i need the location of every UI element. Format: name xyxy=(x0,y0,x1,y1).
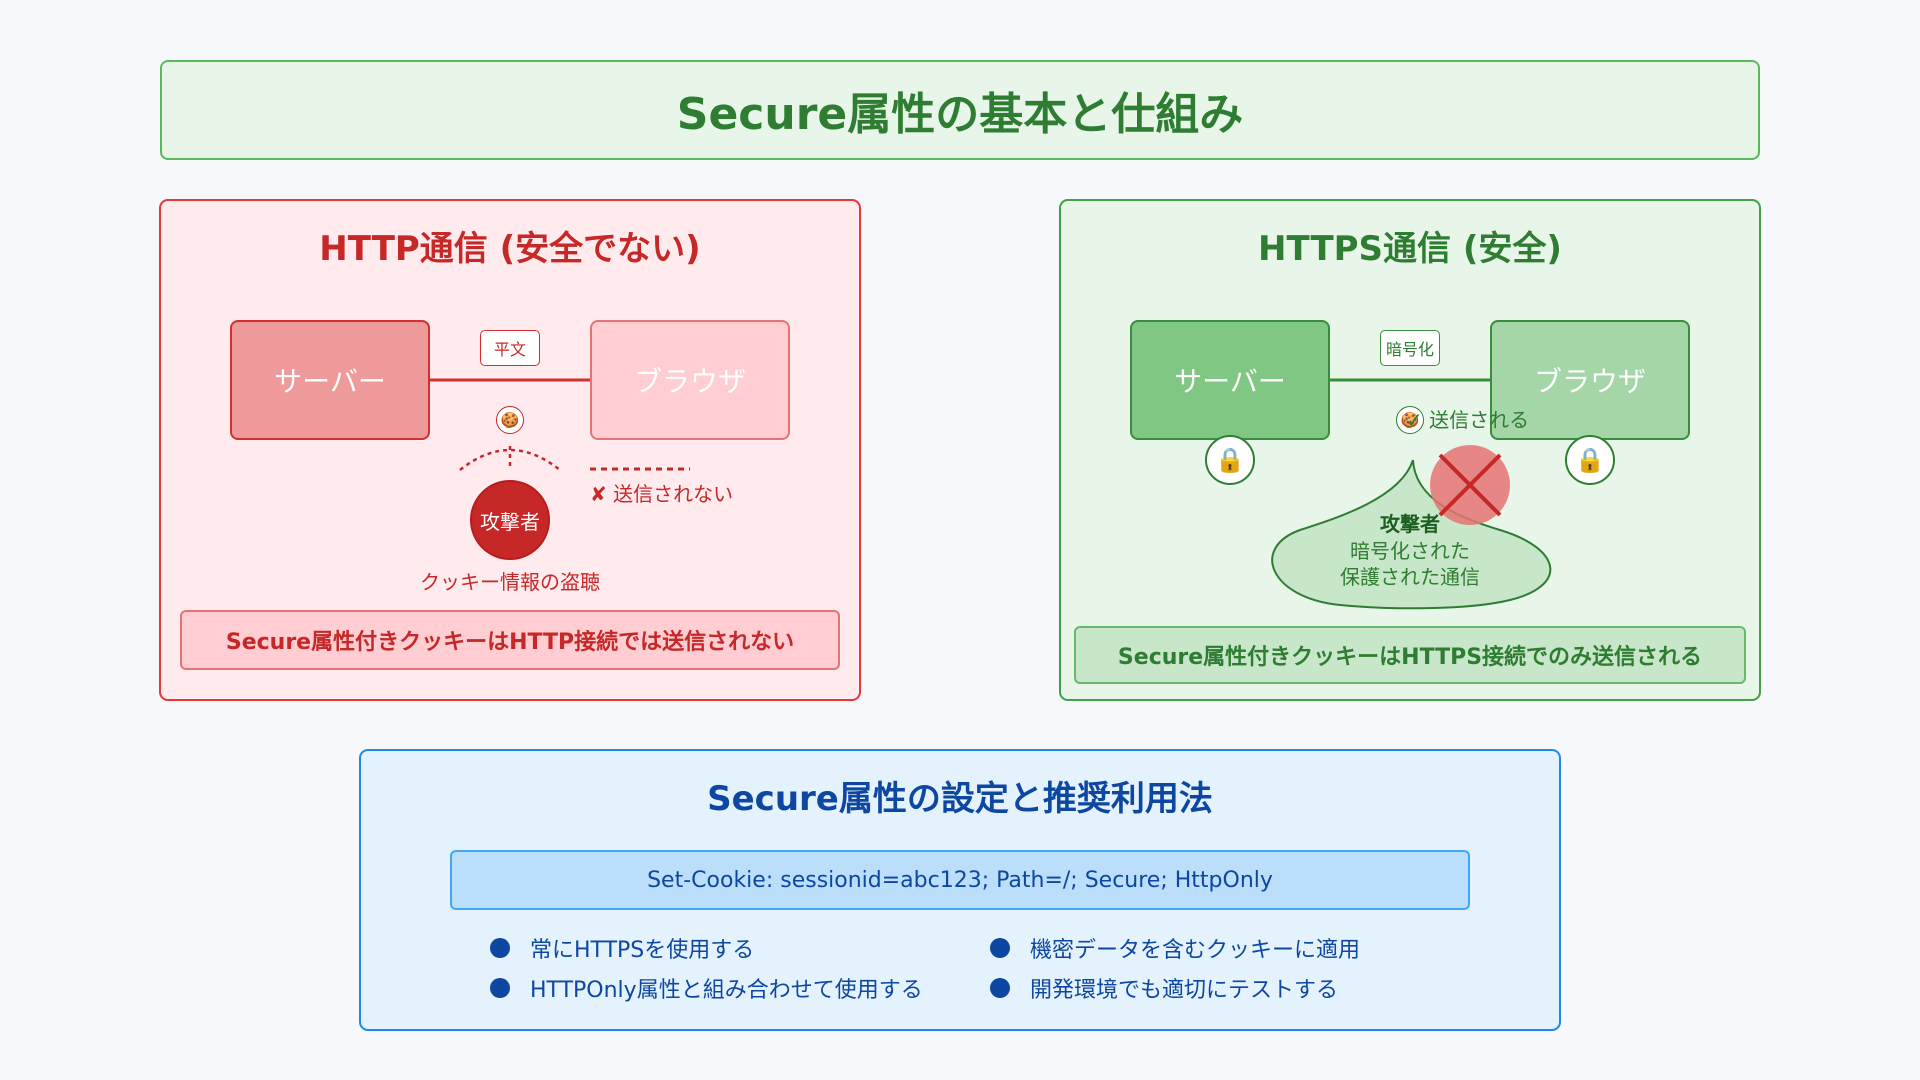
https-server-node: サーバー xyxy=(1130,320,1330,440)
lock-icon: 🔒 xyxy=(1565,435,1615,485)
not-sent-note: ✘ 送信されない xyxy=(590,478,733,507)
encrypted-tag: 暗号化 xyxy=(1380,330,1440,366)
http-message: Secure属性付きクッキーはHTTP接続では送信されない xyxy=(180,610,840,670)
sent-note: ✓ 送信される xyxy=(1406,404,1529,433)
recommendation-item: 常にHTTPSを使用する xyxy=(490,932,754,964)
check-icon: ✓ xyxy=(1406,408,1423,432)
http-interception-arc xyxy=(459,448,561,471)
recommendation-text: 常にHTTPSを使用する xyxy=(530,938,755,963)
bullet-icon xyxy=(490,938,510,958)
usage-panel-title: Secure属性の設定と推奨利用法 xyxy=(707,778,1213,819)
https-browser-node: ブラウザ xyxy=(1490,320,1690,440)
bullet-icon xyxy=(990,978,1010,998)
https-panel xyxy=(1059,199,1761,701)
https-panel-title: HTTPS通信 (安全) xyxy=(1258,228,1562,269)
attacker-desc-line-2: 保護された通信 xyxy=(1340,565,1480,589)
https-message: Secure属性付きクッキーはHTTPS接続でのみ送信される xyxy=(1074,626,1746,684)
http-attacker-node: 攻撃者 xyxy=(470,480,550,560)
cookie-icon: 🍪 xyxy=(1396,406,1424,434)
bullet-icon xyxy=(490,978,510,998)
theft-label: クッキー情報の盗聴 xyxy=(420,570,600,594)
recommendation-text: 開発環境でも適切にテストする xyxy=(1030,978,1339,1003)
cross-icon: ✘ xyxy=(590,482,607,506)
lock-icon: 🔒 xyxy=(1205,435,1255,485)
bullet-icon xyxy=(990,938,1010,958)
https-attacker-description: 暗号化された 保護された通信 xyxy=(1310,538,1510,590)
recommendation-text: HTTPOnly属性と組み合わせて使用する xyxy=(530,978,923,1003)
page-title: Secure属性の基本と仕組み xyxy=(160,60,1760,160)
plaintext-tag: 平文 xyxy=(480,330,540,366)
http-server-node: サーバー xyxy=(230,320,430,440)
set-cookie-example: Set-Cookie: sessionid=abc123; Path=/; Se… xyxy=(450,850,1470,910)
https-attacker-label: 攻撃者 xyxy=(1380,512,1440,536)
http-browser-node: ブラウザ xyxy=(590,320,790,440)
cookie-icon: 🍪 xyxy=(496,406,524,434)
recommendation-item: HTTPOnly属性と組み合わせて使用する xyxy=(490,972,923,1004)
http-panel-title: HTTP通信 (安全でない) xyxy=(319,228,701,269)
attacker-desc-line-1: 暗号化された xyxy=(1350,539,1470,563)
sent-label: 送信される xyxy=(1429,408,1530,432)
https-attacker-bubble xyxy=(1271,459,1552,610)
recommendation-item: 機密データを含むクッキーに適用 xyxy=(990,932,1360,964)
recommendation-text: 機密データを含むクッキーに適用 xyxy=(1030,938,1361,963)
recommendation-item: 開発環境でも適切にテストする xyxy=(990,972,1338,1004)
attack-blocked-cross-b xyxy=(1438,453,1502,517)
not-sent-label: 送信されない xyxy=(613,482,734,506)
